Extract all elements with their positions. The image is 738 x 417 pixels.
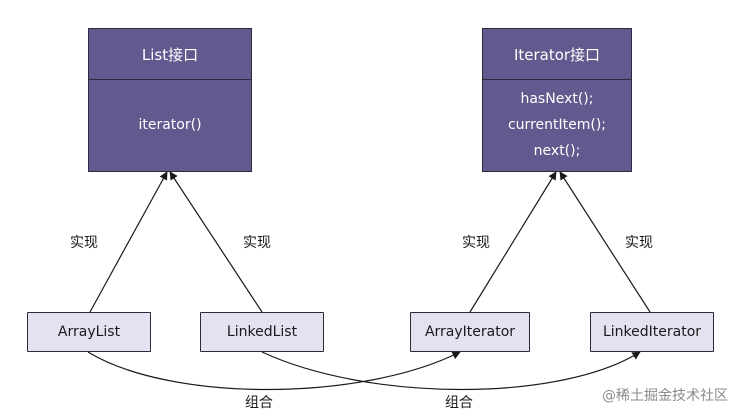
method-currentitem: currentItem(); [507,117,606,133]
implements-label-2: 实现 [243,235,271,251]
list-interface-methods: iterator() [89,79,251,171]
implements-label-1: 实现 [70,235,98,251]
linkediterator-box: LinkedIterator [590,312,714,352]
method-iterator: iterator() [138,117,202,133]
implements-label-3: 实现 [462,235,490,251]
list-interface-box: List接口 iterator() [88,28,252,172]
composition-label-2: 组合 [445,395,473,411]
iterator-interface-title: Iterator接口 [483,29,631,80]
method-hasnext: hasNext(); [520,91,594,107]
watermark: @稀土掘金技术社区 [602,388,728,404]
iterator-interface-box: Iterator接口 hasNext(); currentItem(); nex… [482,28,632,172]
iterator-interface-methods: hasNext(); currentItem(); next(); [483,79,631,171]
composition-curve-arraylist-arrayiterator [87,351,461,391]
arrow-arraylist-to-list [89,171,168,313]
arrow-arrayiterator-to-iterator [469,171,557,313]
method-next: next(); [533,143,581,159]
composition-curve-linkedlist-linkediterator [261,351,641,391]
arrow-linkediterator-to-iterator [559,171,651,313]
arrayiterator-box: ArrayIterator [410,312,530,352]
implements-label-4: 实现 [625,235,653,251]
list-interface-title: List接口 [89,29,251,80]
linkedlist-box: LinkedList [200,312,324,352]
composition-label-1: 组合 [245,395,273,411]
arrow-linkedlist-to-list [169,171,263,313]
arraylist-box: ArrayList [27,312,151,352]
